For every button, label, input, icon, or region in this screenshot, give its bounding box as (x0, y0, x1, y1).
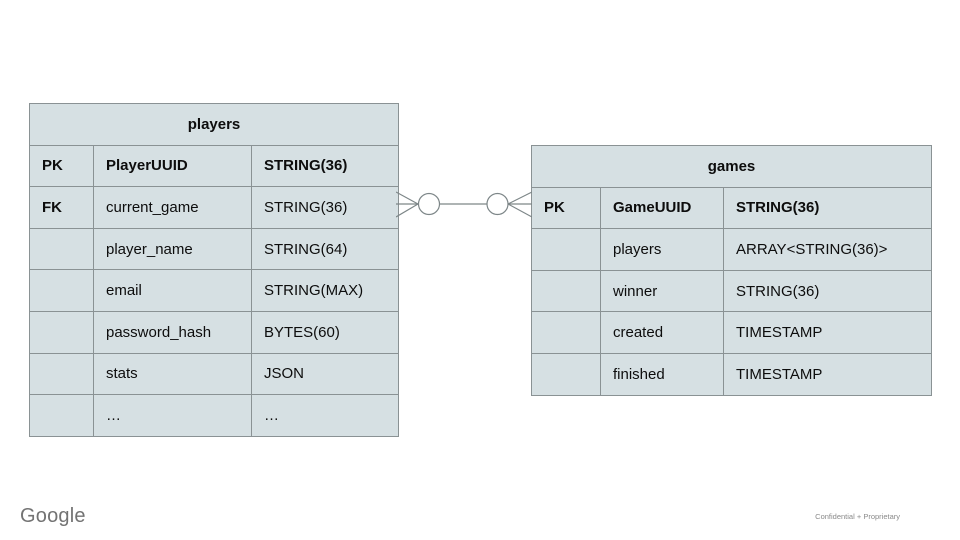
table-row: stats JSON (29, 352, 400, 396)
table-row: PK GameUUID STRING(36) (531, 186, 933, 230)
key-cell (29, 227, 94, 271)
key-cell (29, 310, 94, 354)
table-row: … … (29, 394, 400, 437)
name-cell: email (93, 269, 252, 312)
name-cell: player_name (93, 227, 252, 271)
name-cell: stats (93, 352, 252, 396)
key-cell: FK (29, 186, 94, 229)
name-cell: PlayerUUID (93, 144, 252, 188)
many-to-many-connector-icon (396, 191, 532, 218)
name-cell: players (600, 228, 724, 271)
name-cell: winner (600, 269, 724, 313)
key-cell (531, 228, 601, 271)
type-cell: STRING(36) (250, 186, 400, 229)
confidential-note: Confidential + Proprietary (815, 512, 900, 521)
name-cell: current_game (93, 186, 252, 229)
key-cell (531, 352, 601, 396)
games-table: games PK GameUUID STRING(36) players ARR… (530, 145, 933, 396)
key-cell (29, 269, 94, 312)
type-cell: … (250, 394, 400, 437)
table-row: FK current_game STRING(36) (29, 186, 400, 229)
players-table: players PK PlayerUUID STRING(36) FK curr… (28, 103, 400, 437)
type-cell: STRING(36) (722, 186, 933, 230)
type-cell: BYTES(60) (250, 310, 400, 354)
table-header-row: games (530, 145, 933, 188)
name-cell: … (93, 394, 252, 437)
table-row: PK PlayerUUID STRING(36) (29, 144, 400, 188)
name-cell: created (600, 311, 724, 354)
table-header-row: players (28, 103, 400, 146)
type-cell: STRING(MAX) (250, 269, 400, 312)
key-cell: PK (29, 144, 94, 188)
table-row: players ARRAY<STRING(36)> (531, 228, 933, 271)
table-row: winner STRING(36) (531, 269, 933, 313)
type-cell: TIMESTAMP (722, 311, 933, 354)
type-cell: STRING(36) (250, 144, 400, 188)
type-cell: TIMESTAMP (722, 352, 933, 396)
table-row: created TIMESTAMP (531, 311, 933, 354)
table-row: email STRING(MAX) (29, 269, 400, 312)
key-cell: PK (531, 186, 601, 230)
type-cell: STRING(36) (722, 269, 933, 313)
type-cell: ARRAY<STRING(36)> (722, 228, 933, 271)
name-cell: GameUUID (600, 186, 724, 230)
games-table-title: games (530, 145, 933, 188)
name-cell: finished (600, 352, 724, 396)
key-cell (531, 269, 601, 313)
key-cell (29, 394, 94, 437)
key-cell (29, 352, 94, 396)
type-cell: STRING(64) (250, 227, 400, 271)
table-row: finished TIMESTAMP (531, 352, 933, 396)
table-row: player_name STRING(64) (29, 227, 400, 271)
name-cell: password_hash (93, 310, 252, 354)
google-logo: Google (20, 505, 86, 527)
key-cell (531, 311, 601, 354)
type-cell: JSON (250, 352, 400, 396)
table-row: password_hash BYTES(60) (29, 310, 400, 354)
players-table-title: players (28, 103, 400, 146)
